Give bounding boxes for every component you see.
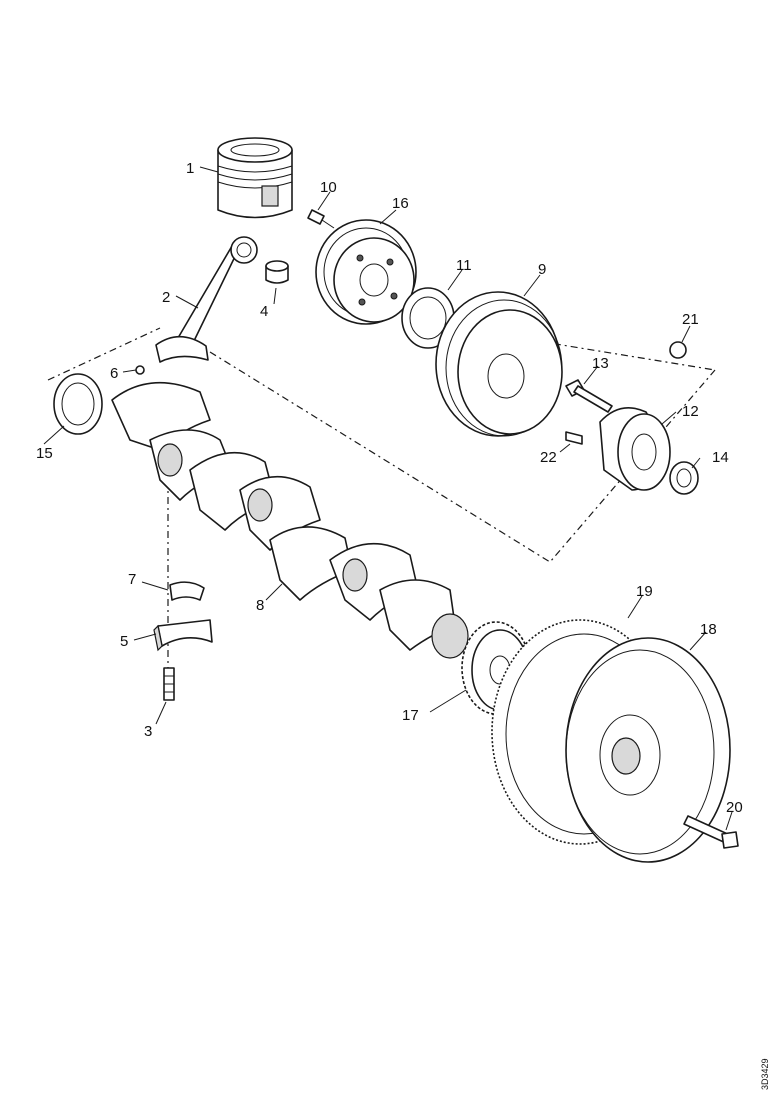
callout-13: 13 <box>592 355 609 372</box>
crankshaft <box>111 381 469 659</box>
woodruff-key <box>565 431 583 445</box>
callout-4: 4 <box>260 303 268 320</box>
callout-labels: 1 2 3 4 5 6 7 8 9 10 11 12 13 14 15 16 1… <box>36 160 743 816</box>
hub-bolt <box>565 379 613 413</box>
plug <box>669 341 687 359</box>
piston <box>217 137 293 219</box>
hub-nut <box>669 461 699 495</box>
callout-6: 6 <box>110 365 118 382</box>
connecting-rod <box>155 236 258 363</box>
callout-10: 10 <box>320 179 337 196</box>
main-bearing-cap <box>153 619 213 652</box>
callout-16: 16 <box>392 195 409 212</box>
assembly-outline <box>47 327 716 690</box>
drawing-reference-code: 3D3429 <box>760 1058 770 1090</box>
callout-2: 2 <box>162 289 170 306</box>
callout-19: 19 <box>636 583 653 600</box>
callout-9: 9 <box>538 261 546 278</box>
callout-7: 7 <box>128 571 136 588</box>
callout-14: 14 <box>712 449 729 466</box>
callout-5: 5 <box>120 633 128 650</box>
crankshaft-pulley <box>435 291 563 437</box>
rod-cap-bolt <box>135 365 145 375</box>
crankshaft-hub <box>599 406 671 491</box>
vibration-damper <box>315 219 417 325</box>
callout-22: 22 <box>540 449 557 466</box>
leader-lines <box>43 166 733 831</box>
callout-20: 20 <box>726 799 743 816</box>
rear-seal-ring <box>53 373 103 435</box>
callout-17: 17 <box>402 707 419 724</box>
main-bearing-shell <box>169 581 205 601</box>
callout-12: 12 <box>682 403 699 420</box>
flywheel-bolt <box>683 815 739 849</box>
callout-3: 3 <box>144 723 152 740</box>
callout-11: 11 <box>456 257 472 274</box>
damper-bolt <box>307 209 335 229</box>
flywheel <box>565 637 731 863</box>
callout-18: 18 <box>700 621 717 638</box>
callout-21: 21 <box>682 311 699 328</box>
callout-15: 15 <box>36 445 53 462</box>
callout-8: 8 <box>256 597 264 614</box>
small-end-bushing <box>265 260 289 284</box>
callout-1: 1 <box>186 160 194 177</box>
bearing-cap-bolt <box>163 667 175 701</box>
